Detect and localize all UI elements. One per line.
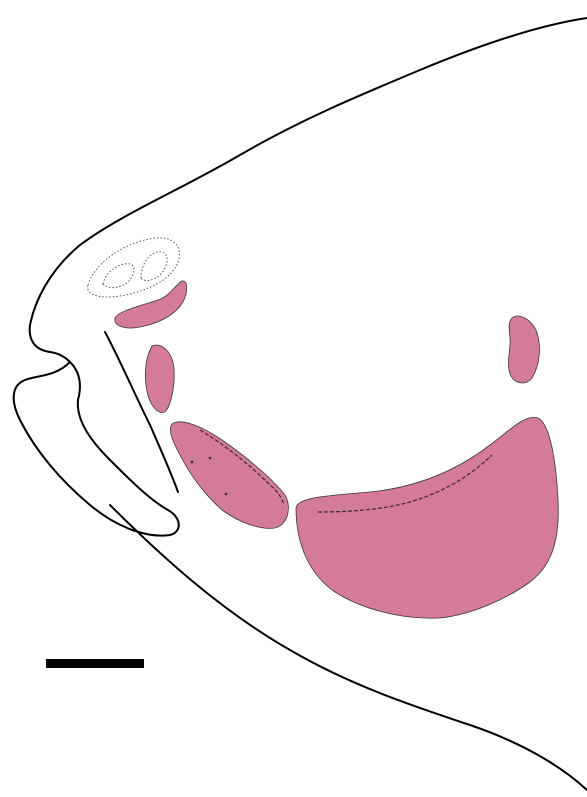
bone-upper-front: [115, 281, 187, 328]
pink-bones: [115, 281, 559, 618]
scale-bar: [46, 659, 144, 668]
nasal-capsule-dotted: [88, 238, 180, 297]
pore-mark-3: [225, 493, 228, 496]
bone-lower-large: [296, 417, 558, 618]
bone-right-small: [508, 316, 539, 383]
head-outline-upper: [30, 18, 587, 362]
nasal-opening-right: [141, 252, 167, 281]
pore-mark-1: [191, 461, 194, 464]
bone-lower-left: [170, 422, 288, 528]
nasal-capsule-outer: [88, 238, 180, 297]
nasal-opening-left: [103, 264, 134, 288]
pore-mark-2: [209, 457, 212, 460]
bone-mid-left: [145, 345, 174, 413]
